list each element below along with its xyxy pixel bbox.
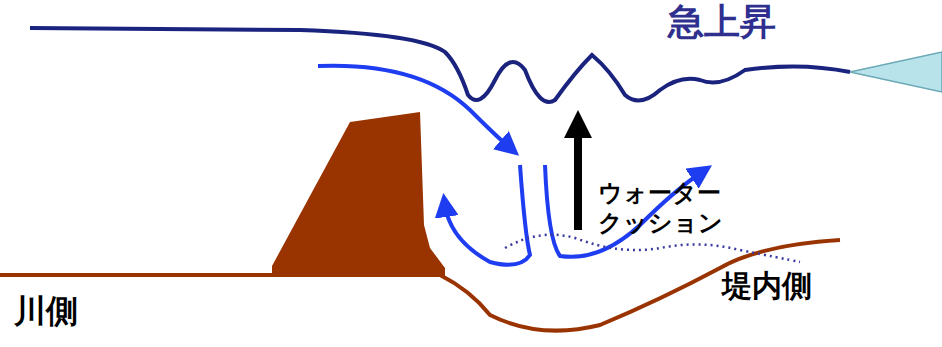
cushion-line xyxy=(505,235,800,262)
rise-arrow-head xyxy=(564,110,592,138)
cushion-label: ウォーター クッション xyxy=(598,178,726,238)
flow-arrow xyxy=(318,66,510,148)
rise-arrow xyxy=(574,135,582,230)
rise-label: 急上昇 xyxy=(668,0,776,43)
levee-body xyxy=(272,112,445,276)
callout-tail xyxy=(850,52,942,92)
flow-arrow xyxy=(445,165,530,265)
river-label: 川側 xyxy=(14,292,78,330)
inland-label: 堤内側 xyxy=(722,268,812,304)
